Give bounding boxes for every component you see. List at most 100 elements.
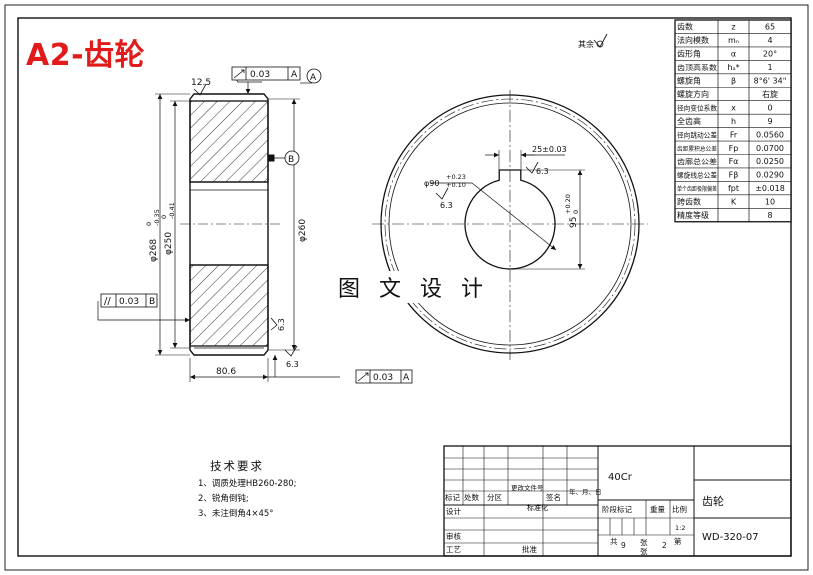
tech-req-item-2: 2、锐角倒钝;: [198, 494, 249, 504]
param-name: 跨齿数: [677, 197, 701, 207]
param-name: 精度等级: [677, 210, 709, 220]
datum-a-bubble: [306, 68, 322, 84]
param-value: 8: [767, 211, 772, 220]
tb-label-check: 审核: [446, 531, 461, 541]
param-symbol: mₙ: [728, 36, 739, 45]
tech-req-item-1: 1、调质处理HB260-280;: [198, 479, 297, 489]
param-table-frame: [674, 19, 792, 223]
key-depth-tol-lower: 0: [572, 210, 580, 214]
param-value: 0.0290: [756, 171, 784, 180]
param-name: 全齿高: [677, 116, 701, 126]
tb-label-std: 标准化: [527, 503, 548, 512]
bore-roughness-label: 6.3: [440, 201, 453, 210]
tb-label-mark: 标记: [445, 492, 460, 502]
param-name: 螺旋角: [677, 76, 701, 86]
tb-label-sheet-no: 第: [674, 536, 682, 546]
datum-b-label: B: [288, 155, 294, 165]
bore-with-keyway: [464, 169, 556, 270]
bore-tol-upper: +0.23: [446, 173, 466, 181]
tb-label-stage: 阶段标记: [602, 504, 632, 514]
inner-frame: [17, 17, 792, 557]
tb-label-count: 处数: [464, 492, 479, 502]
runout-top-datum: A: [291, 70, 298, 80]
width-dimension: 80.6: [216, 367, 236, 377]
tb-part-name: 齿轮: [702, 494, 724, 508]
banner-title: A2-齿轮: [26, 38, 146, 73]
param-value: ±0.018: [755, 184, 785, 193]
tb-label-scale: 比例: [672, 504, 687, 514]
section-view: [97, 73, 340, 382]
dim-tip-tol-lower: -0.35: [153, 209, 161, 226]
runout-top-value: 0.03: [250, 70, 270, 80]
key-depth-dim: 95: [569, 217, 579, 228]
tb-label-sign: 签名: [546, 492, 561, 502]
param-name: 径向变位系数: [677, 103, 717, 112]
tb-total-sheets: 9: [621, 541, 626, 550]
section-rim-top: [189, 100, 269, 183]
roughness-corner-label: 其余: [578, 39, 594, 49]
runout-bottom-datum: A: [403, 373, 410, 383]
param-name: 齿廓总公差: [677, 157, 717, 166]
param-name: 法向模数: [677, 35, 709, 45]
param-symbol: K: [731, 198, 737, 207]
tb-label-total: 共: [610, 537, 618, 546]
param-symbol: fpt: [728, 184, 739, 193]
param-name: 螺旋方向: [677, 89, 709, 99]
roughness-face-label: 6.3: [277, 318, 286, 331]
param-symbol: hₐ*: [727, 63, 739, 72]
param-value: 0.0560: [756, 130, 784, 139]
param-name: 单个齿距极限偏差: [677, 185, 717, 193]
tb-label-process: 工艺: [446, 545, 461, 554]
keyway-roughness-label: 6.3: [536, 167, 549, 176]
keyway-width-dim: 25±0.03: [532, 145, 567, 154]
key-depth-tol-upper: +0.20: [564, 194, 572, 214]
title-block: [443, 445, 792, 557]
tb-scale-value: 1:2: [675, 524, 685, 532]
param-symbol: α: [731, 50, 736, 59]
title-block-text: 标记 处数 分区 更改文件号 签名 年、月、日 设计 标准化 审核 工艺 批准 …: [445, 472, 759, 556]
param-symbol: β: [731, 77, 736, 86]
param-value: 4: [767, 36, 772, 45]
parallel-frame: [100, 293, 158, 308]
roughness-bottom-label: 6.3: [286, 360, 299, 369]
param-name: 径向跳动公差: [677, 130, 717, 139]
param-value: 10: [765, 198, 775, 207]
param-symbol: Fr: [730, 130, 738, 139]
datum-b-bubble: [284, 150, 300, 166]
tech-req-title: 技术要求: [210, 459, 264, 473]
parallel-value: 0.03: [119, 297, 139, 307]
tb-label-zone: 分区: [487, 493, 502, 502]
runout-arrow-icon: [233, 69, 245, 79]
runout-bottom-arrow-icon: [357, 372, 369, 382]
outer-border: [4, 4, 809, 571]
param-symbol: Fα: [729, 157, 739, 166]
param-value: 右旋: [762, 89, 778, 99]
tech-req-item-3: 3、未注倒角4×45°: [198, 509, 274, 519]
parallel-icon: //: [104, 296, 111, 307]
dim-root-diameter: φ250: [164, 232, 174, 255]
param-symbol: x: [731, 103, 736, 112]
runout-bottom-value: 0.03: [373, 373, 393, 383]
param-symbol: z: [731, 23, 735, 32]
dim-tip-diameter: φ268: [149, 239, 159, 262]
section-rim-bottom: [189, 264, 269, 347]
dim-root-tol-lower: -0.41: [168, 202, 176, 219]
front-view: [372, 90, 648, 360]
watermark-text: 图 文 设 计: [336, 271, 491, 303]
bore-tol-lower: +0.10: [446, 181, 466, 189]
param-name: 螺旋线总公差: [677, 171, 717, 180]
roughness-corner-icon: [593, 33, 608, 48]
runout-frame-top: [231, 66, 301, 81]
param-symbol: Fβ: [729, 171, 739, 180]
param-value: 0.0700: [756, 144, 784, 153]
param-value: 20°: [763, 50, 777, 59]
param-name: 齿距累积总公差: [677, 145, 717, 153]
param-value: 8°6' 34": [754, 77, 787, 86]
tb-sheet-no: 2: [662, 541, 667, 550]
param-value: 0: [767, 103, 772, 112]
tb-label-sheet-word2: 张: [640, 547, 648, 556]
dim-tip-tol-upper: 0: [145, 222, 153, 226]
param-value: 9: [767, 117, 772, 126]
